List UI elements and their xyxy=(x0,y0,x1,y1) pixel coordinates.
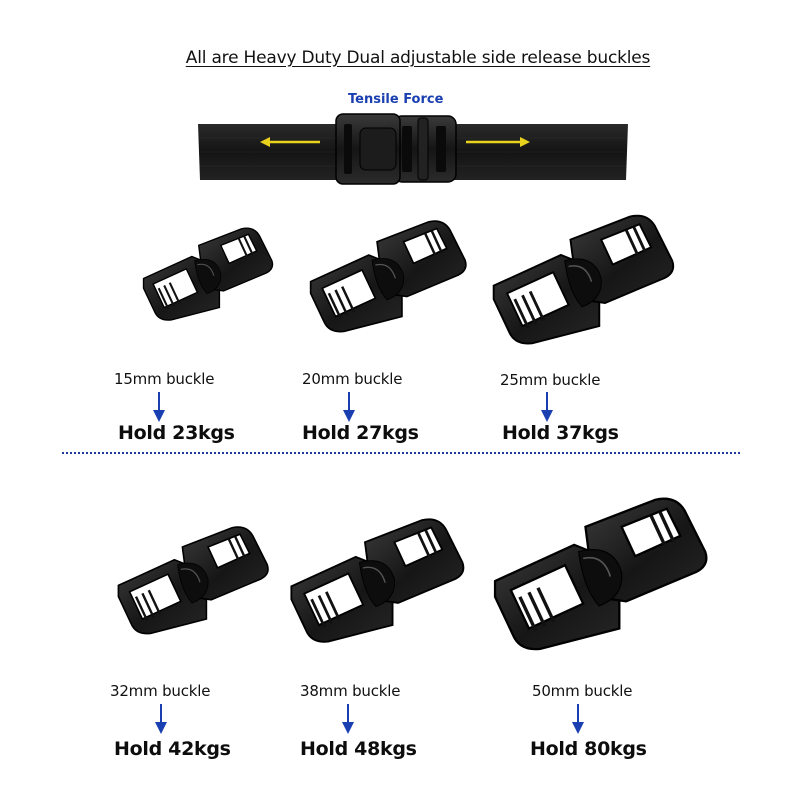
hold-capacity-label: Hold 42kgs xyxy=(114,738,231,760)
buckle-size-label: 20mm buckle xyxy=(302,370,403,388)
page-title: All are Heavy Duty Dual adjustable side … xyxy=(185,48,651,68)
hold-capacity-label: Hold 48kgs xyxy=(300,738,417,760)
down-arrow-icon xyxy=(541,392,553,422)
buckle-50mm-image xyxy=(486,474,712,670)
down-arrow-icon xyxy=(343,392,355,422)
down-arrow-icon xyxy=(155,704,167,734)
tensile-force-label: Tensile Force xyxy=(348,92,444,107)
hold-capacity-label: Hold 27kgs xyxy=(302,422,419,444)
hold-capacity-label: Hold 23kgs xyxy=(118,422,235,444)
down-arrow-icon xyxy=(153,392,165,422)
buckle-size-label: 38mm buckle xyxy=(300,682,401,700)
hold-capacity-label: Hold 80kgs xyxy=(530,738,647,760)
force-arrow-right-icon xyxy=(466,137,530,147)
buckle-25mm-image xyxy=(486,204,678,352)
strap-with-buckle-image xyxy=(198,113,628,185)
buckle-size-label: 25mm buckle xyxy=(500,371,601,389)
buckle-32mm-image xyxy=(112,500,272,658)
buckle-20mm-image xyxy=(304,208,470,342)
hold-capacity-label: Hold 37kgs xyxy=(502,422,619,444)
buckle-size-label: 50mm buckle xyxy=(532,682,633,700)
section-divider xyxy=(62,452,740,454)
down-arrow-icon xyxy=(342,704,354,734)
buckle-size-label: 32mm buckle xyxy=(110,682,211,700)
buckle-size-label: 15mm buckle xyxy=(114,370,215,388)
force-arrow-left-icon xyxy=(260,137,320,147)
buckle-38mm-image xyxy=(284,494,468,664)
buckle-15mm-image xyxy=(138,214,276,332)
down-arrow-icon xyxy=(572,704,584,734)
